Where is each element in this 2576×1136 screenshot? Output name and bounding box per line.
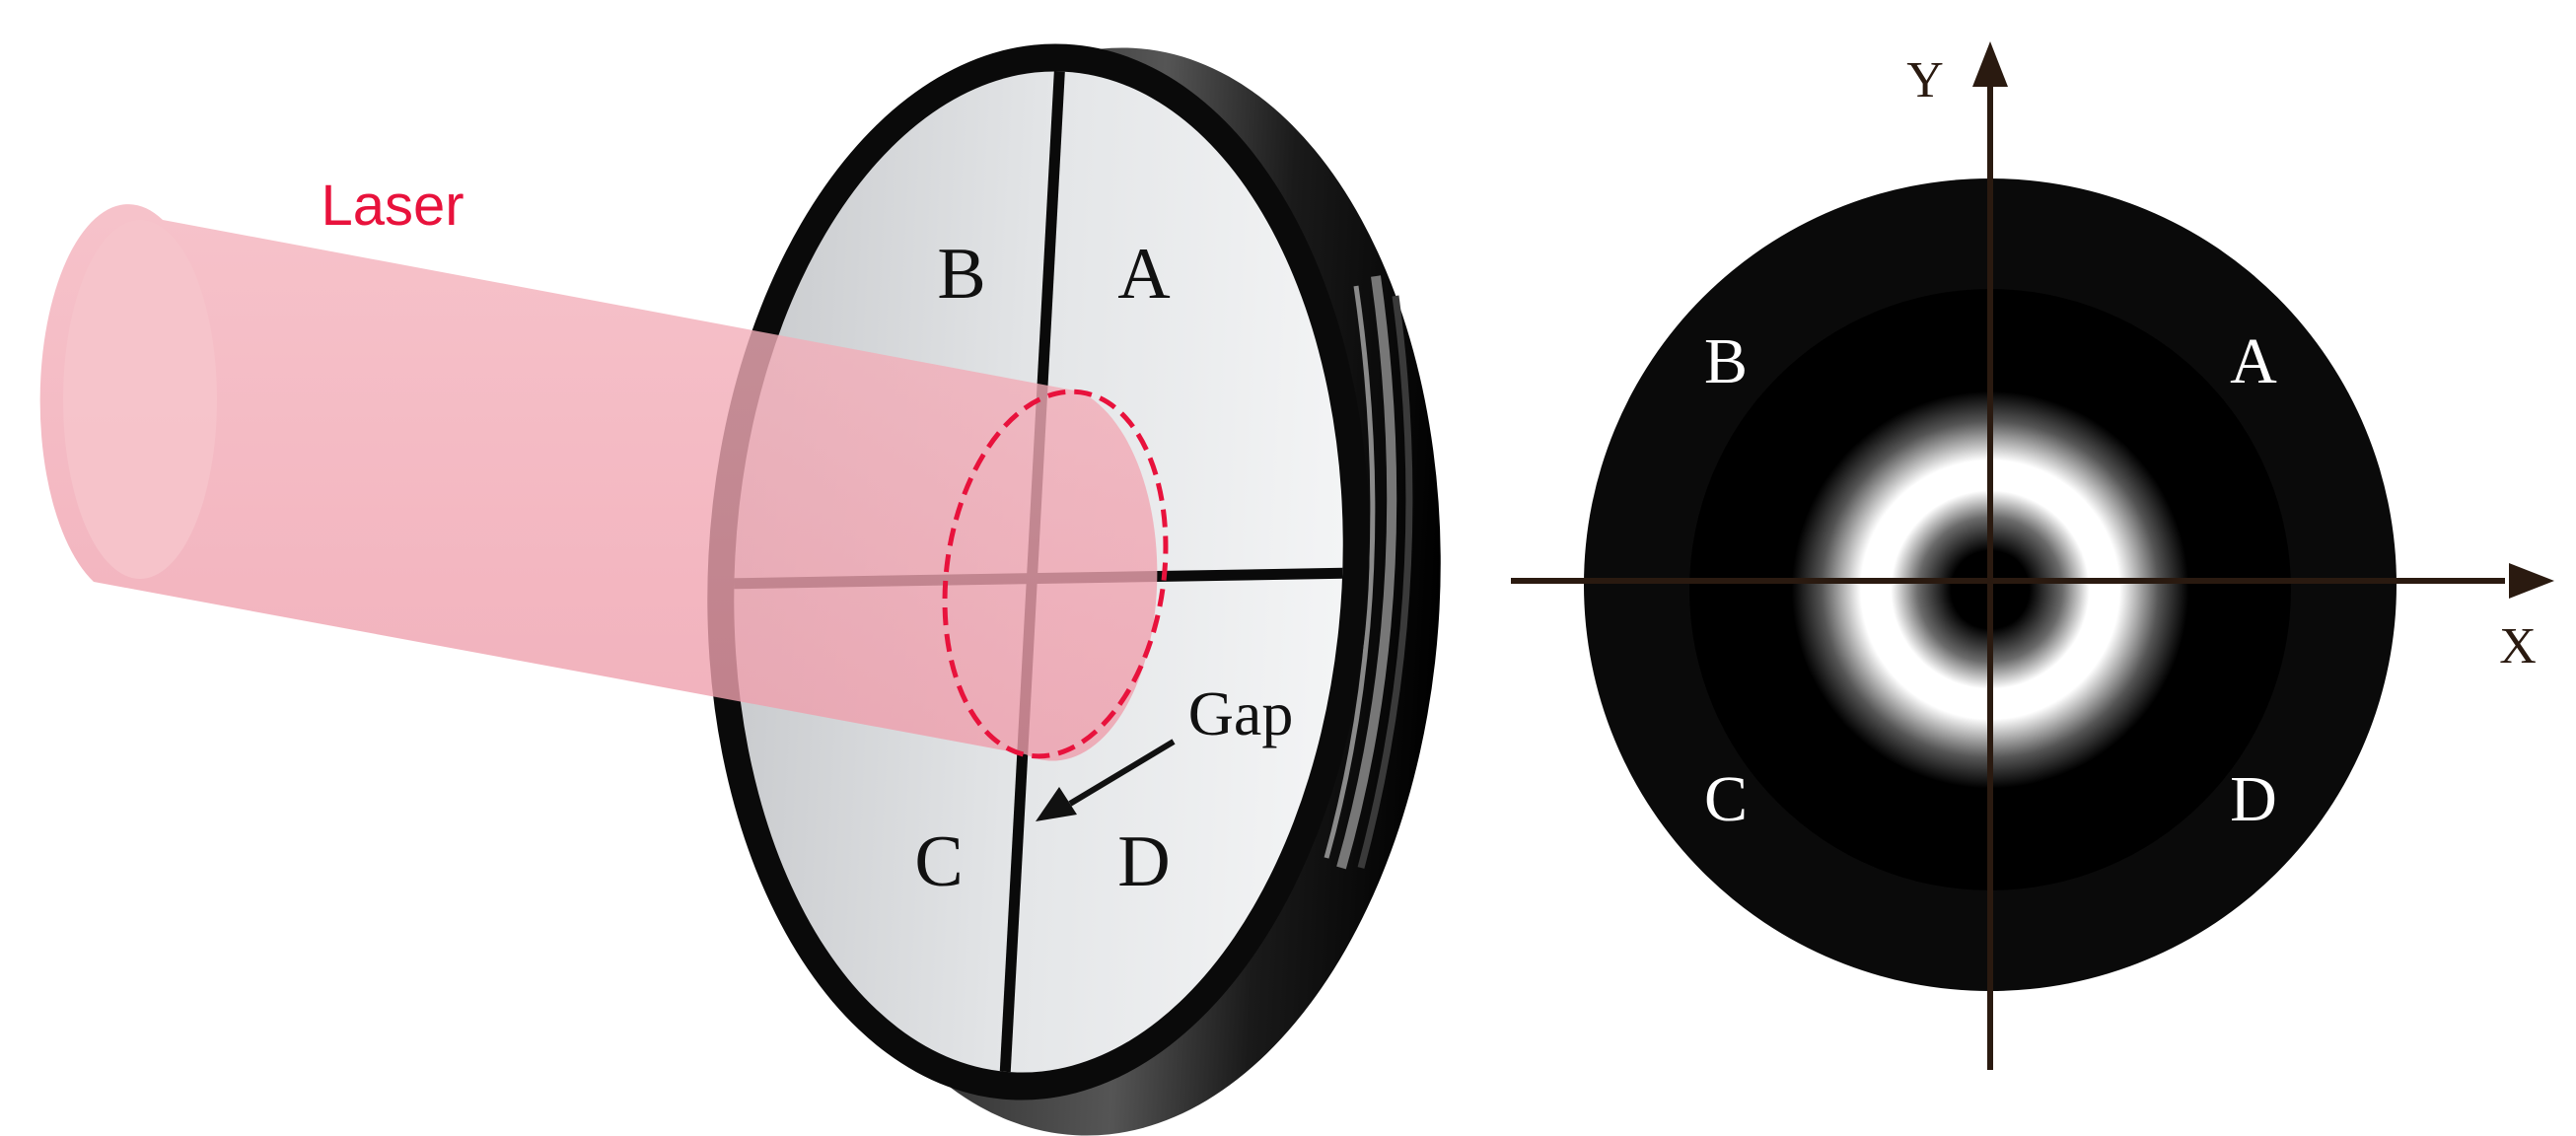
- y-axis-label: Y: [1906, 52, 1944, 108]
- detector-quadrant-a-label: A: [1117, 234, 1170, 315]
- gap-label: Gap: [1188, 678, 1294, 748]
- laser-beam-end-face: [63, 220, 217, 579]
- laser-label: Laser: [321, 174, 464, 238]
- spot-quadrant-d-label: D: [2230, 763, 2277, 835]
- rim-grooves: [1336, 275, 1397, 870]
- spot-quadrant-c-label: C: [1704, 763, 1748, 835]
- laser-spot-outline: [942, 389, 1169, 759]
- detector-quadrant-b-label: B: [937, 234, 985, 315]
- y-axis-arrowhead: [1972, 41, 2008, 87]
- x-axis-arrowhead: [2509, 563, 2554, 599]
- gap-arrow: [1036, 739, 1176, 821]
- detector-quadrant-c-label: C: [914, 821, 963, 902]
- laser-beam-body: [39, 204, 1158, 761]
- spot-quadrant-a-label: A: [2230, 325, 2277, 397]
- spot-quadrant-b-label: B: [1704, 325, 1748, 397]
- spot-pattern-diagram: Y X B A C D: [1511, 41, 2554, 1070]
- laser-beam: [39, 204, 1158, 761]
- gap-arrow-head: [1036, 787, 1077, 821]
- detector-quadrant-d-label: D: [1117, 821, 1170, 902]
- x-axis-label: X: [2499, 618, 2537, 674]
